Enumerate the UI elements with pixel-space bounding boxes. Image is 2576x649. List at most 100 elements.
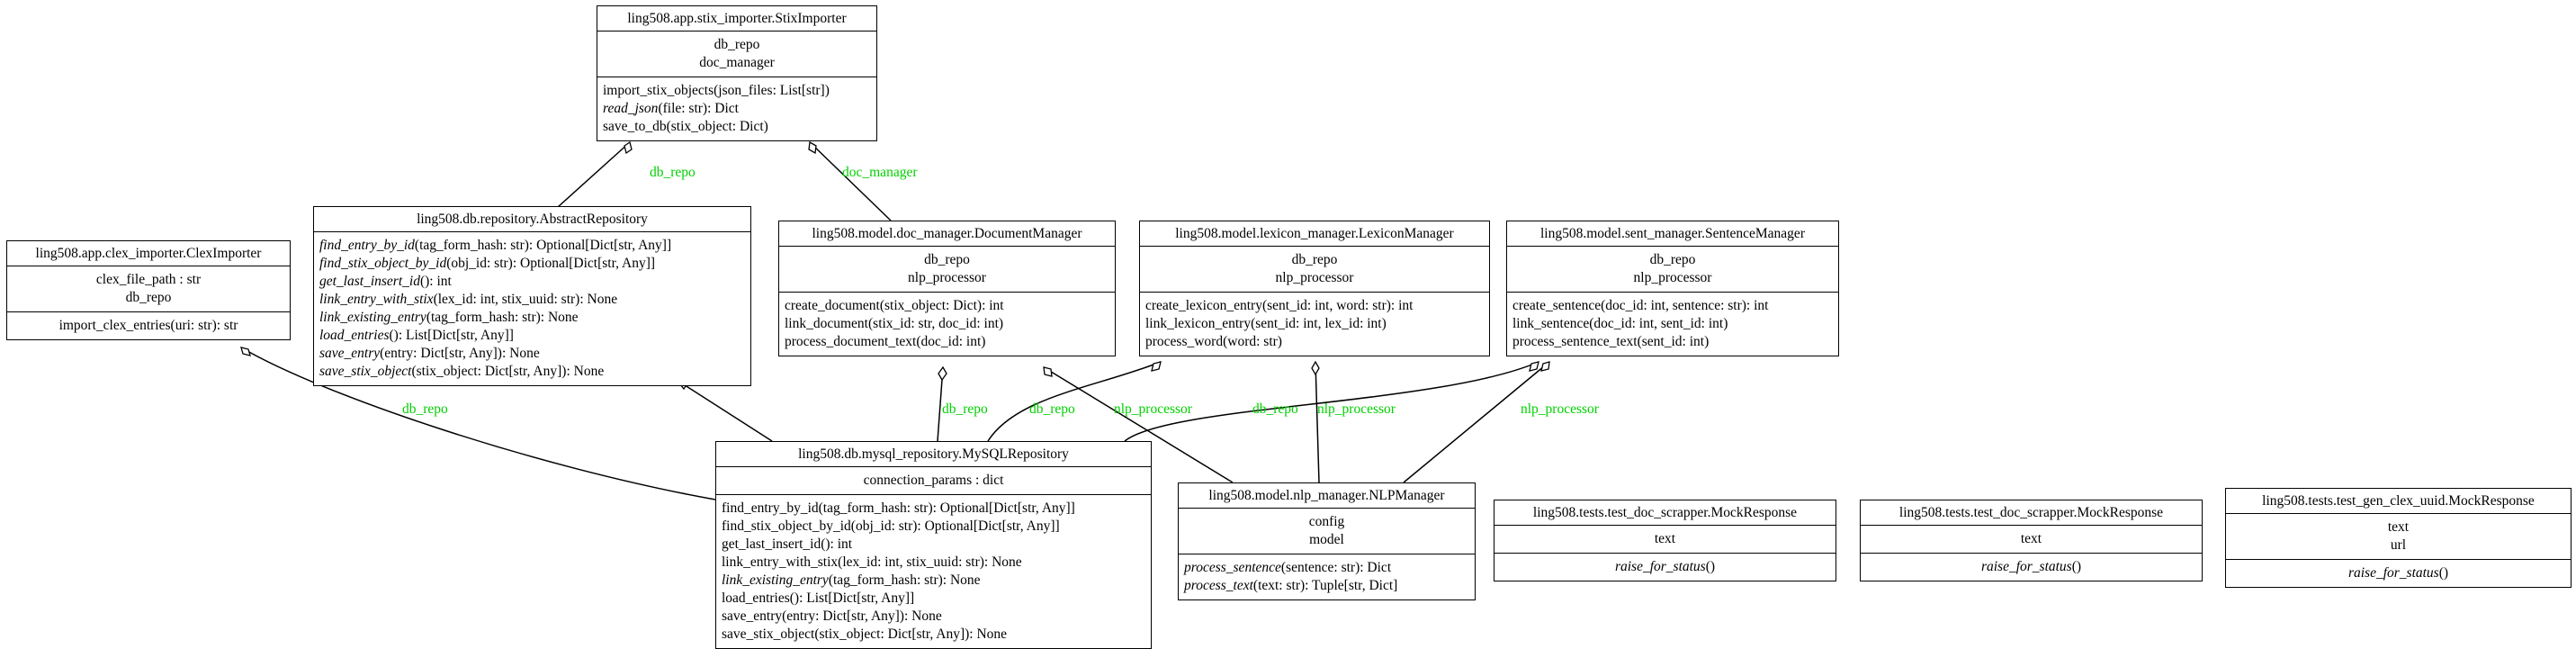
attribute: clex_file_path : str bbox=[95, 272, 202, 287]
method: link_sentence(doc_id: int, sent_id: int) bbox=[1512, 315, 1833, 333]
method-name: find_entry_by_id bbox=[722, 500, 819, 516]
class-attributes: text bbox=[1861, 526, 2202, 554]
class-attributes: config model bbox=[1179, 509, 1475, 554]
method-signature: (sent_id: int) bbox=[1637, 334, 1710, 349]
method-name: find_entry_by_id bbox=[319, 238, 415, 253]
method-name: raise_for_status bbox=[1980, 559, 2072, 574]
method: save_entry(entry: Dict[str, Any]): None bbox=[319, 345, 745, 363]
method-signature: (json_files: List[str]) bbox=[714, 83, 830, 98]
method-name: process_sentence bbox=[1184, 560, 1281, 575]
attribute: nlp_processor bbox=[1633, 270, 1712, 285]
attribute: text bbox=[2020, 531, 2042, 546]
method: save_stix_object(stix_object: Dict[str, … bbox=[722, 626, 1145, 644]
aggregation-diamond bbox=[1043, 366, 1053, 377]
method-signature: (lex_id: int, stix_uuid: str): None bbox=[433, 292, 618, 307]
method-signature: (obj_id: str): Optional[Dict[str, Any]] bbox=[446, 256, 656, 271]
method-name: link_existing_entry bbox=[319, 310, 426, 325]
method-name: save_to_db bbox=[603, 119, 667, 134]
class-name: ling508.model.doc_manager.DocumentManage… bbox=[779, 221, 1115, 247]
class-name: ling508.app.stix_importer.StixImporter bbox=[597, 6, 876, 32]
method-name: load_entries bbox=[722, 590, 790, 606]
class-name: ling508.model.nlp_manager.NLPManager bbox=[1179, 483, 1475, 509]
edge-label-lex-db-repo: db_repo bbox=[1029, 401, 1075, 417]
class-mock-response-gen-clex-uuid: ling508.tests.test_gen_clex_uuid.MockRes… bbox=[2225, 488, 2572, 588]
attribute: text bbox=[2387, 519, 2410, 535]
method-name: import_stix_objects bbox=[603, 83, 714, 98]
class-attributes: text url bbox=[2226, 514, 2571, 560]
class-attributes: connection_params : dict bbox=[716, 467, 1151, 495]
class-sentence-manager: ling508.model.sent_manager.SentenceManag… bbox=[1506, 221, 1839, 356]
method-name: link_document bbox=[785, 316, 868, 331]
method: raise_for_status() bbox=[1500, 558, 1830, 576]
method-name: link_lexicon_entry bbox=[1145, 316, 1252, 331]
method: link_lexicon_entry(sent_id: int, lex_id:… bbox=[1145, 315, 1484, 333]
method-name: find_stix_object_by_id bbox=[319, 256, 447, 271]
attribute: db_repo bbox=[1649, 252, 1696, 267]
method: create_document(stix_object: Dict): int bbox=[785, 297, 1109, 315]
attribute: nlp_processor bbox=[908, 270, 986, 285]
method: import_clex_entries(uri: str): str bbox=[13, 317, 284, 335]
class-mock-response-doc-scrapper-1: ling508.tests.test_doc_scrapper.MockResp… bbox=[1494, 500, 1836, 581]
method-signature: (): List[Dict[str, Any]] bbox=[389, 328, 514, 343]
class-mock-response-doc-scrapper-2: ling508.tests.test_doc_scrapper.MockResp… bbox=[1860, 500, 2203, 581]
attribute: doc_manager bbox=[699, 55, 775, 70]
class-abstract-repository: ling508.db.repository.AbstractRepository… bbox=[313, 206, 751, 386]
aggregation-diamond bbox=[1540, 361, 1550, 372]
aggregation-diamond bbox=[240, 347, 251, 356]
class-name: ling508.model.lexicon_manager.LexiconMan… bbox=[1140, 221, 1489, 247]
class-name: ling508.db.repository.AbstractRepository bbox=[314, 207, 750, 232]
edge-stix-to-abstract-repository bbox=[557, 141, 631, 208]
attribute: model bbox=[1309, 532, 1344, 547]
class-lexicon-manager: ling508.model.lexicon_manager.LexiconMan… bbox=[1139, 221, 1490, 356]
class-document-manager: ling508.model.doc_manager.DocumentManage… bbox=[778, 221, 1116, 356]
method-signature: (doc_id: int, sentence: str): int bbox=[1601, 298, 1769, 313]
class-attributes: db_repo nlp_processor bbox=[1140, 247, 1489, 293]
method-signature: (sent_id: int, word: str): int bbox=[1261, 298, 1414, 313]
method-name: link_sentence bbox=[1512, 316, 1590, 331]
aggregation-diamond bbox=[624, 140, 633, 155]
class-clex-importer: ling508.app.clex_importer.ClexImporter c… bbox=[6, 240, 291, 340]
method: import_stix_objects(json_files: List[str… bbox=[603, 82, 871, 100]
method-signature: (): List[Dict[str, Any]] bbox=[789, 590, 915, 606]
method: process_word(word: str) bbox=[1145, 333, 1484, 351]
method-name: find_stix_object_by_id bbox=[722, 518, 851, 534]
edge-lexicon-manager-to-mysql bbox=[987, 361, 1162, 442]
method-signature: (word: str) bbox=[1223, 334, 1282, 349]
method: link_existing_entry(tag_form_hash: str):… bbox=[722, 572, 1145, 590]
class-methods: raise_for_status() bbox=[1861, 554, 2202, 581]
method-signature: (entry: Dict[str, Any]): None bbox=[380, 346, 540, 361]
method-signature: (doc_id: int) bbox=[916, 334, 986, 349]
aggregation-diamond bbox=[1151, 361, 1162, 372]
method: save_entry(entry: Dict[str, Any]): None bbox=[722, 608, 1145, 626]
method-name: create_document bbox=[785, 298, 880, 313]
method-name: link_existing_entry bbox=[722, 572, 829, 588]
class-attributes: db_repo doc_manager bbox=[597, 32, 876, 77]
class-name: ling508.model.sent_manager.SentenceManag… bbox=[1507, 221, 1838, 247]
edge-label-doc-nlp-processor: nlp_processor bbox=[1114, 401, 1192, 417]
method: find_entry_by_id(tag_form_hash: str): Op… bbox=[722, 500, 1145, 518]
class-methods: find_entry_by_id(tag_form_hash: str): Op… bbox=[314, 232, 750, 385]
class-name: ling508.tests.test_doc_scrapper.MockResp… bbox=[1861, 500, 2202, 526]
attribute: db_repo bbox=[714, 37, 760, 52]
class-methods: create_sentence(doc_id: int, sentence: s… bbox=[1507, 293, 1838, 356]
class-name: ling508.tests.test_doc_scrapper.MockResp… bbox=[1494, 500, 1836, 526]
class-methods: import_clex_entries(uri: str): str bbox=[7, 312, 290, 339]
edge-label-stix-db-repo: db_repo bbox=[650, 165, 696, 180]
method: process_document_text(doc_id: int) bbox=[785, 333, 1109, 351]
method: link_entry_with_stix(lex_id: int, stix_u… bbox=[319, 291, 745, 309]
method-name: create_sentence bbox=[1512, 298, 1602, 313]
class-stix-importer: ling508.app.stix_importer.StixImporter d… bbox=[597, 5, 877, 141]
method-signature: (stix_object: Dict) bbox=[666, 119, 768, 134]
method: link_entry_with_stix(lex_id: int, stix_u… bbox=[722, 554, 1145, 572]
class-methods: raise_for_status() bbox=[2226, 560, 2571, 587]
method: link_existing_entry(tag_form_hash: str):… bbox=[319, 309, 745, 327]
method: find_stix_object_by_id(obj_id: str): Opt… bbox=[319, 255, 745, 273]
method-signature: (stix_object: Dict[str, Any]): None bbox=[411, 364, 605, 379]
class-attributes: text bbox=[1494, 526, 1836, 554]
method: raise_for_status() bbox=[1866, 558, 2196, 576]
method-signature: (tag_form_hash: str): Optional[Dict[str,… bbox=[818, 500, 1075, 516]
method-signature: (): int bbox=[419, 274, 452, 289]
edge-lexicon-manager-to-nlp bbox=[1315, 361, 1320, 483]
edge-sentence-manager-to-mysql bbox=[1124, 361, 1539, 442]
method: link_document(stix_id: str, doc_id: int) bbox=[785, 315, 1109, 333]
